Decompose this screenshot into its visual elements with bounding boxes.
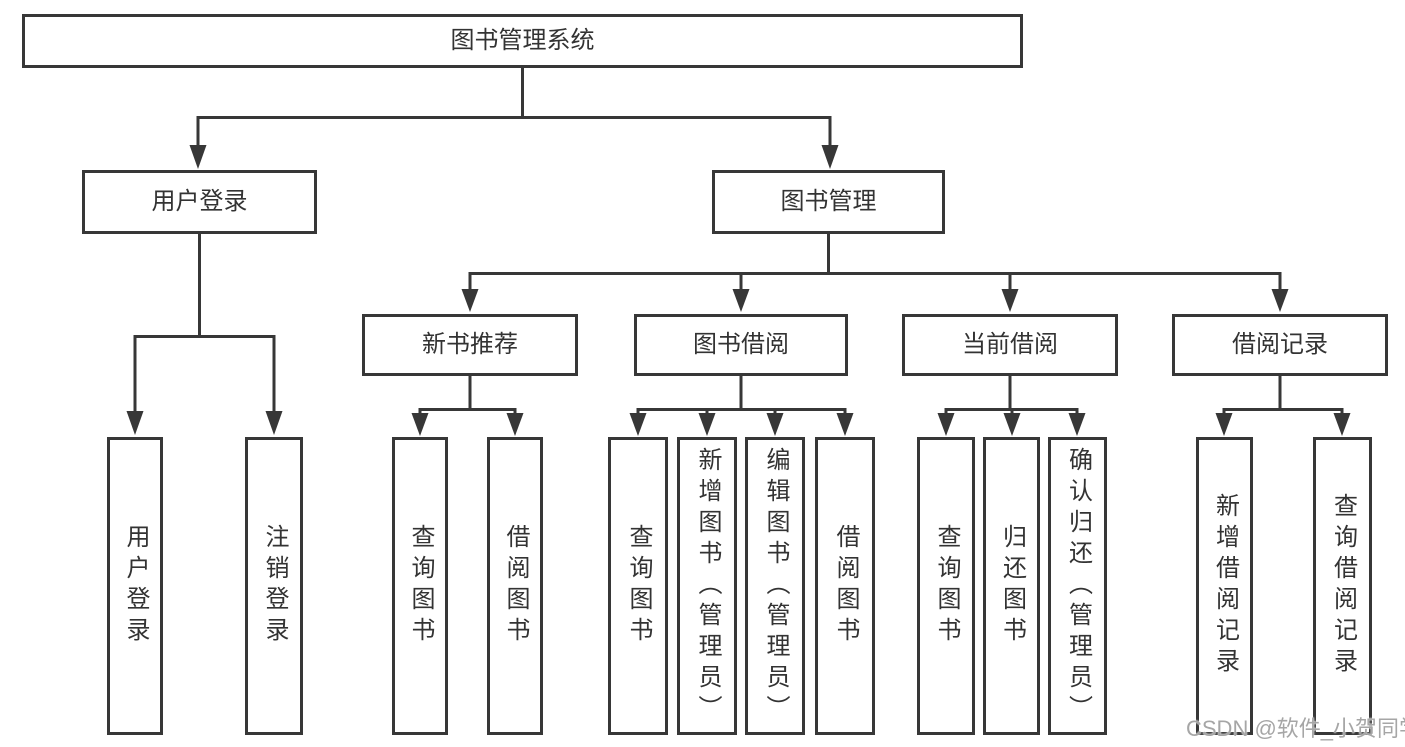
leaf-query-books-current: 查询图书 [917,437,975,735]
node-book-management: 图书管理 [712,170,945,234]
leaf-query-books-recommend: 查询图书 [392,437,448,735]
leaf-return-book: 归还图书 [983,437,1040,735]
node-new-book-recommend: 新书推荐 [362,314,578,376]
node-current-borrow: 当前借阅 [902,314,1118,376]
arrowheads [126,145,1351,436]
node-user-login: 用户登录 [82,170,317,234]
leaf-logout: 注销登录 [245,437,303,735]
node-root-library-system: 图书管理系统 [22,14,1023,68]
leaf-edit-book-admin: 编辑图书（管理员） [745,437,805,735]
leaf-user-login: 用户登录 [107,437,163,735]
leaf-query-books-borrow: 查询图书 [608,437,668,735]
leaf-borrow-books: 借阅图书 [815,437,875,735]
leaf-add-book-admin: 新增图书（管理员） [677,437,737,735]
leaf-add-borrow-record: 新增借阅记录 [1196,437,1253,735]
leaf-query-borrow-record: 查询借阅记录 [1313,437,1372,735]
node-book-borrow: 图书借阅 [634,314,848,376]
leaf-confirm-return-admin: 确认归还（管理员） [1048,437,1107,735]
node-borrow-records: 借阅记录 [1172,314,1388,376]
leaf-borrow-books-recommend: 借阅图书 [487,437,543,735]
csdn-watermark: CSDN @软件_小贺同学 [1186,716,1405,741]
